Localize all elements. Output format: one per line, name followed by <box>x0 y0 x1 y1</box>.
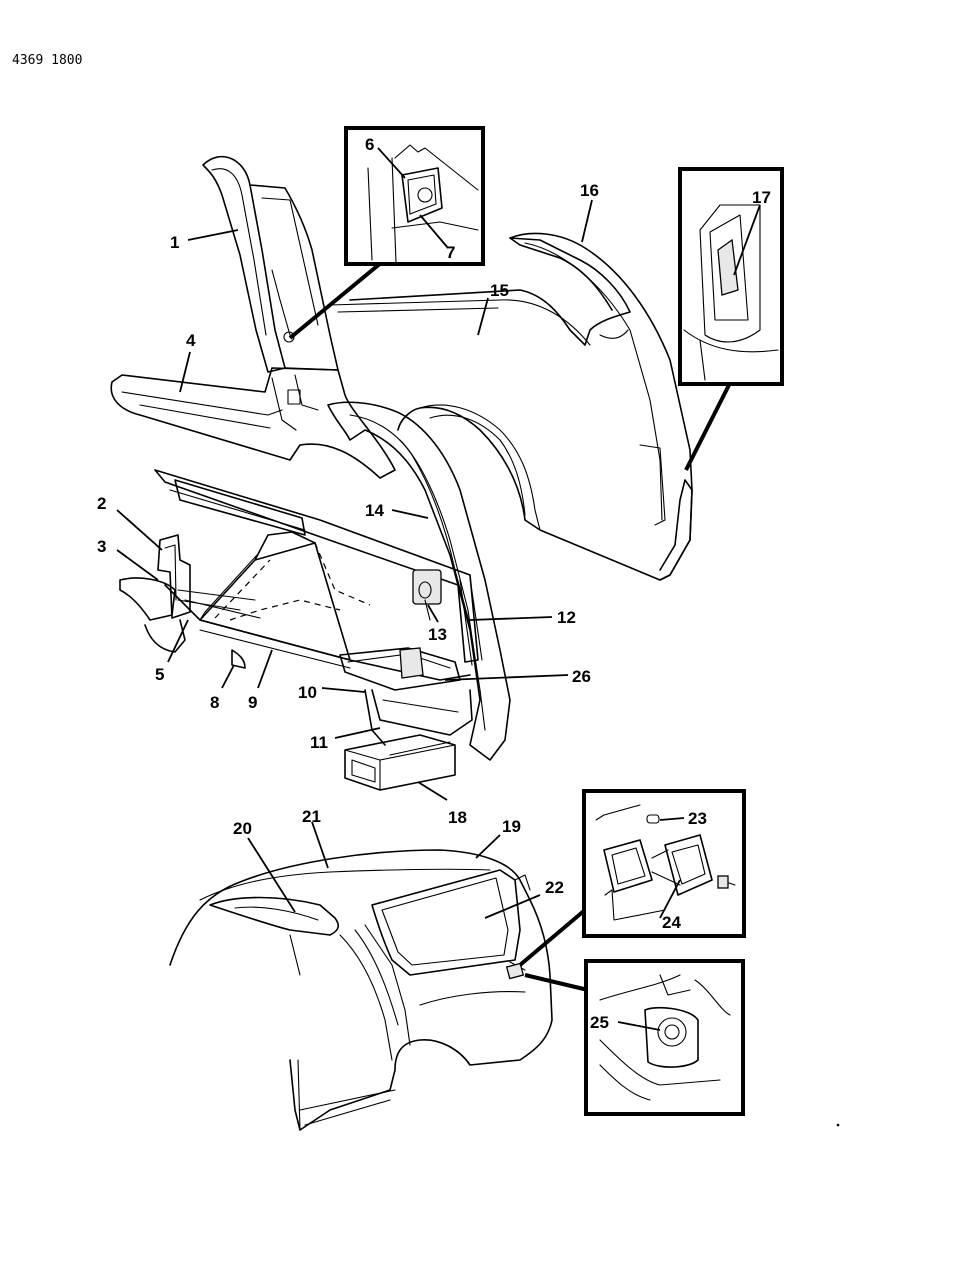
frame-rail-part <box>344 734 456 791</box>
callout-1: 1 <box>170 233 179 252</box>
callout-15: 15 <box>490 281 509 300</box>
rear-crossmember-part <box>119 534 256 653</box>
callout-3: 3 <box>97 537 106 556</box>
callout-8: 8 <box>210 693 219 712</box>
detail-inset-fuel-housing <box>524 959 745 1116</box>
callout-17: 17 <box>752 188 771 207</box>
rocker-sill-part <box>110 367 396 479</box>
callout-10: 10 <box>298 683 317 702</box>
quarter-panel-part <box>329 232 693 581</box>
callout-2: 2 <box>97 494 106 513</box>
detail-inset-quarter-end <box>678 167 784 471</box>
detail-inset-fastener <box>288 126 485 340</box>
callout-23: 23 <box>688 809 707 828</box>
bumper-bracket-part <box>231 649 246 669</box>
callout-26: 26 <box>572 667 591 686</box>
callout-4: 4 <box>186 331 196 350</box>
leader-lines <box>116 199 593 919</box>
callout-22: 22 <box>545 878 564 897</box>
callout-16: 16 <box>580 181 599 200</box>
callout-labels: 1 2 3 4 5 6 7 8 9 10 11 12 13 14 15 16 1… <box>97 135 771 1032</box>
callout-7: 7 <box>446 243 455 262</box>
callout-9: 9 <box>248 693 257 712</box>
callout-5: 5 <box>155 665 164 684</box>
callout-14: 14 <box>365 501 384 520</box>
callout-21: 21 <box>302 807 321 826</box>
body-shell-part <box>169 849 553 1131</box>
callout-13: 13 <box>428 625 447 644</box>
wheelhouse-inner-part <box>327 401 511 761</box>
stray-mark <box>836 1123 840 1127</box>
b-pillar-part <box>202 155 339 373</box>
drawing-code: 4369 1800 <box>12 53 82 68</box>
callout-24: 24 <box>662 913 681 932</box>
trunk-floor-part <box>164 531 471 681</box>
callout-20: 20 <box>233 819 252 838</box>
callout-6: 6 <box>365 135 374 154</box>
callout-25: 25 <box>590 1013 609 1032</box>
rear-panel-part <box>154 469 483 666</box>
detail-inset-fuel-door <box>518 789 746 967</box>
callout-12: 12 <box>557 608 576 627</box>
callout-11: 11 <box>310 733 328 752</box>
callout-18: 18 <box>448 808 467 827</box>
callout-19: 19 <box>502 817 521 836</box>
